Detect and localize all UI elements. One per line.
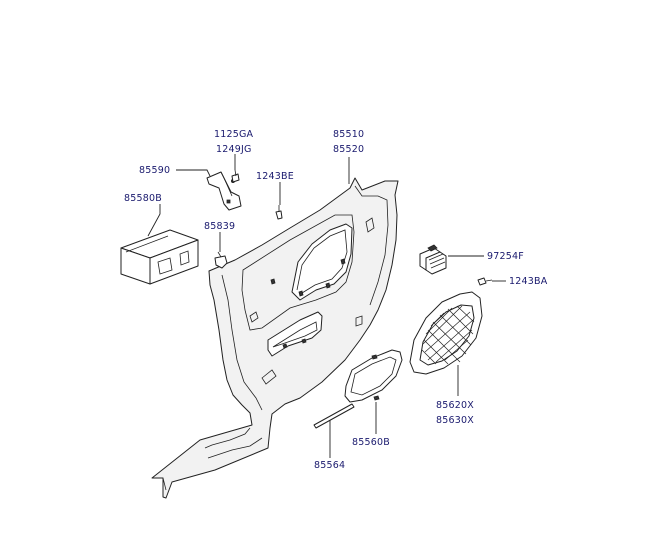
- label-85590: 85590: [139, 165, 170, 176]
- lamp-97254f: [419, 244, 447, 275]
- label-85630x: 85630X: [436, 415, 474, 426]
- clip-85839: [214, 251, 228, 269]
- bracket-85590: [206, 171, 242, 211]
- clip-1243be: [275, 205, 283, 220]
- label-97254f: 97254F: [487, 251, 524, 262]
- label-85564: 85564: [314, 460, 345, 471]
- label-85560b: 85560B: [352, 437, 390, 448]
- leader-lines: [147, 154, 506, 458]
- screw-1243ba: [477, 277, 493, 286]
- label-1243ba: 1243BA: [509, 276, 548, 287]
- fastener-1249jg: [231, 169, 240, 183]
- box-85580b: [120, 229, 199, 285]
- label-1243be: 1243BE: [256, 171, 294, 182]
- label-85839: 85839: [204, 221, 235, 232]
- part-labels: 1125GA 1249JG 85510 85520 85590 1243BE 8…: [124, 129, 548, 471]
- strip-85564: [313, 403, 355, 429]
- label-85580b: 85580B: [124, 193, 162, 204]
- label-1249jg: 1249JG: [216, 144, 252, 155]
- cover-85560b: [344, 349, 403, 403]
- label-85520: 85520: [333, 144, 364, 155]
- grille-85620x: [409, 291, 483, 375]
- label-1125ga: 1125GA: [214, 129, 254, 140]
- label-85510: 85510: [333, 129, 364, 140]
- label-85620x: 85620X: [436, 400, 474, 411]
- quarter-trim-panel: [151, 177, 399, 499]
